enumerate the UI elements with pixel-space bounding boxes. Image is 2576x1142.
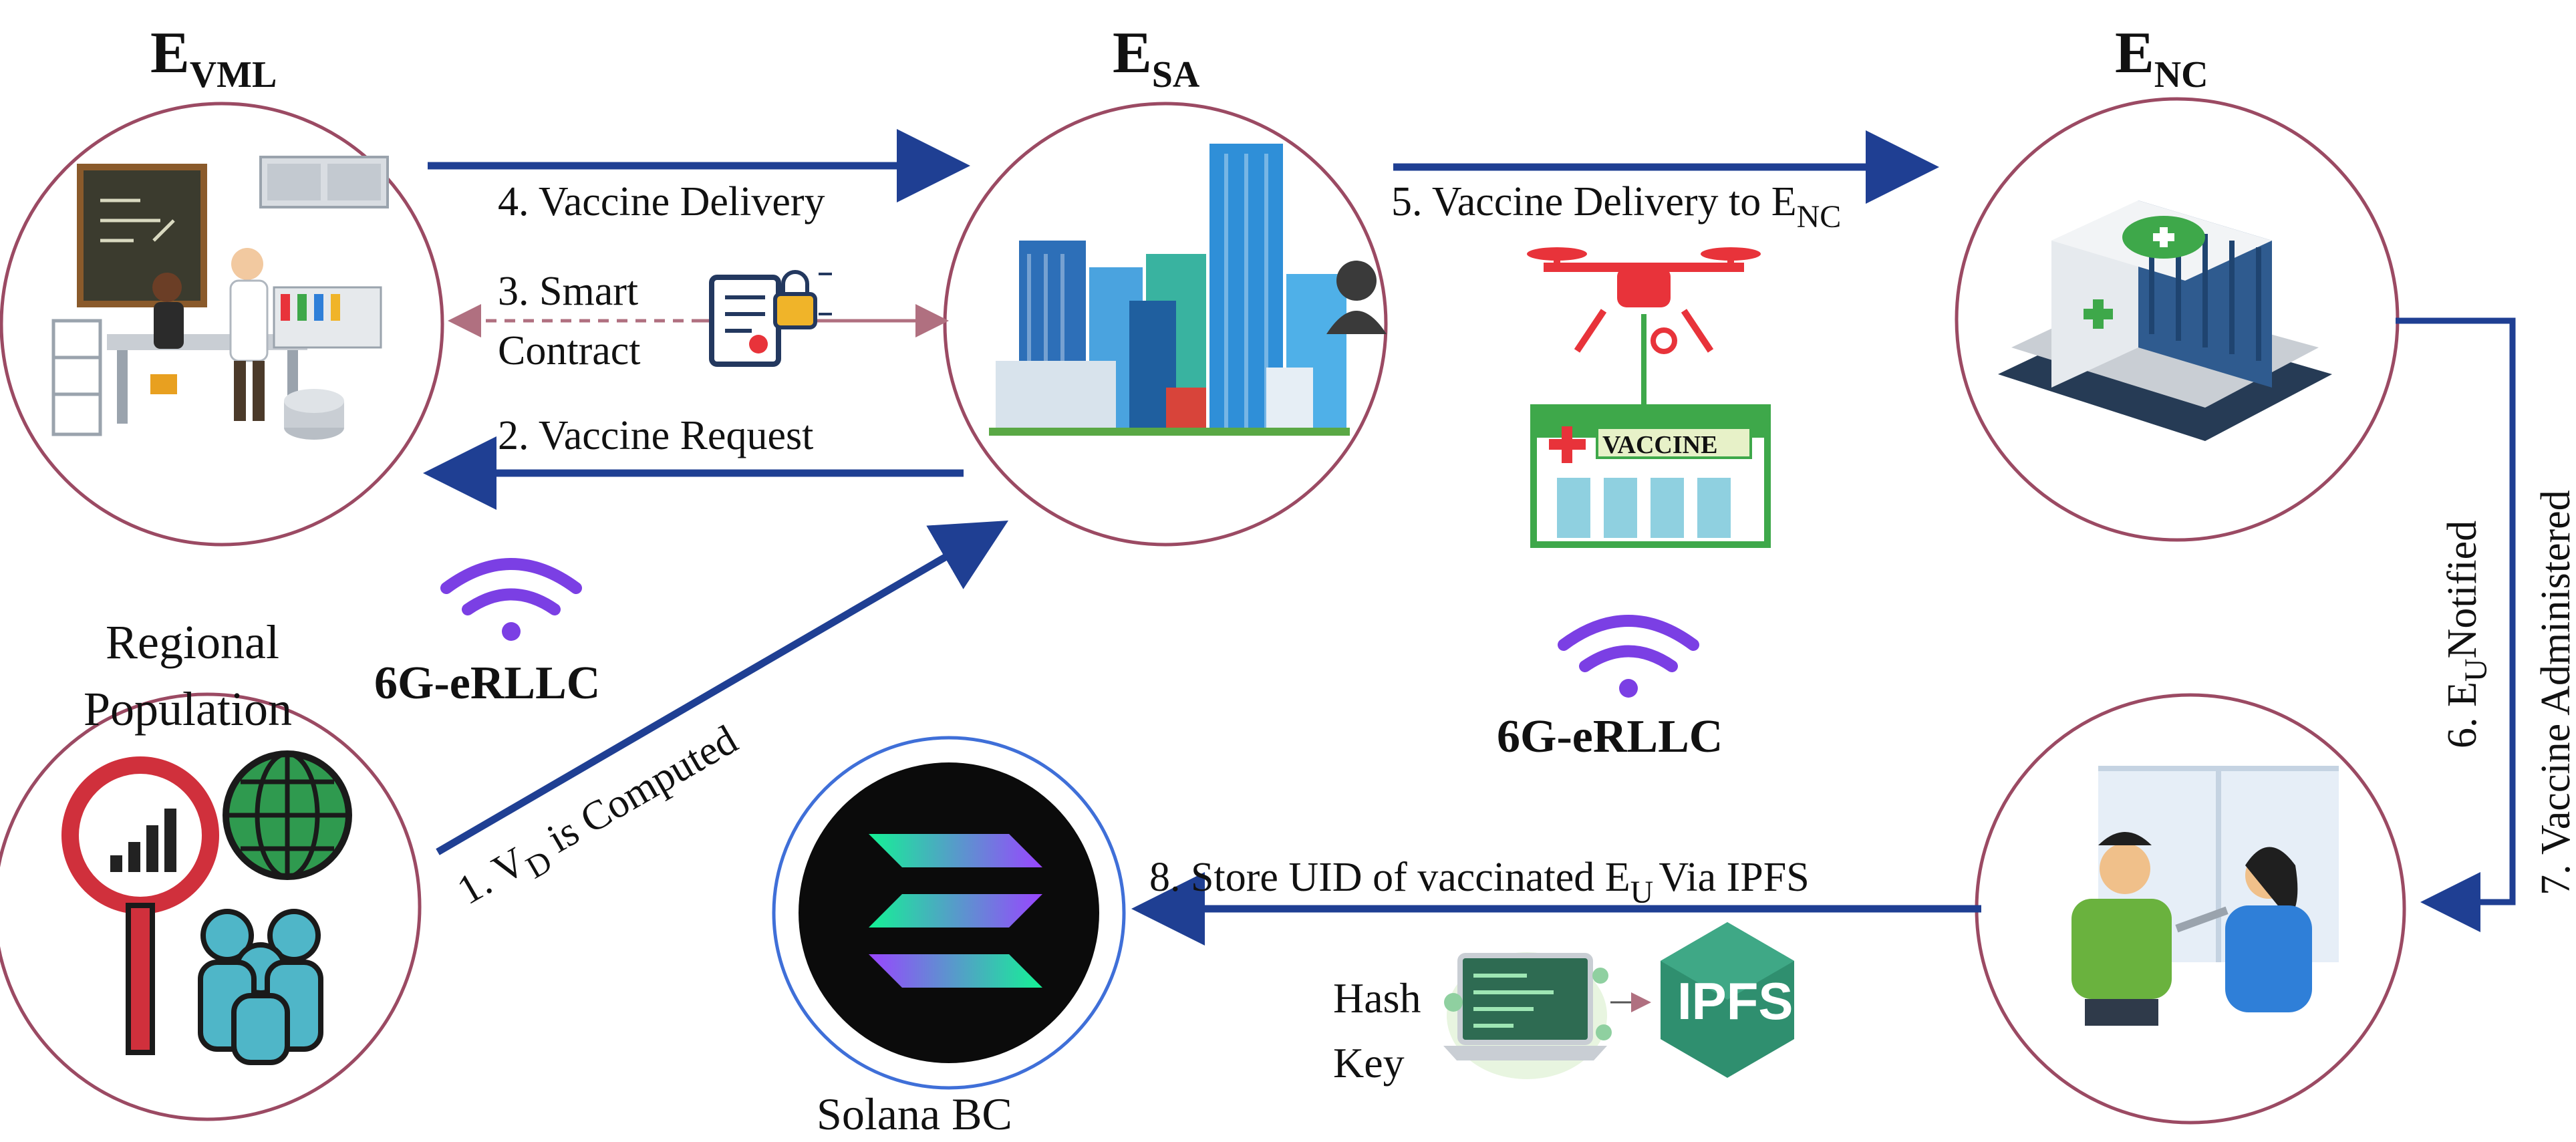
nc-node — [1955, 97, 2400, 542]
hash-key-label-line1: Hash — [1333, 974, 1421, 1022]
population-node — [0, 692, 422, 1121]
laptop-icon — [1443, 952, 1612, 1079]
vaccine-box-icon: VACCINE — [1530, 404, 1771, 548]
contract-icon — [709, 270, 832, 367]
network-label-left: 6G-eRLLC — [374, 658, 600, 709]
title-nc: ENC — [2115, 21, 2208, 96]
sa-node — [943, 102, 1388, 547]
edge-3-label-line1: 3. Smart — [498, 269, 638, 314]
vaccination-icon — [2071, 766, 2339, 1026]
edge-2-label: 2. Vaccine Request — [498, 413, 813, 458]
city-icon — [989, 144, 1387, 436]
edge-3-label-line2: Contract — [498, 328, 641, 374]
edge-1-arrow — [436, 520, 1009, 855]
edge-5-label: 5. Vaccine Delivery to ENC — [1391, 179, 1841, 235]
solana-logo-icon — [869, 834, 1042, 988]
solana-label: Solana BC — [817, 1089, 1012, 1139]
lab-icon — [51, 156, 389, 440]
network-label-center: 6G-eRLLC — [1497, 711, 1723, 762]
drone-icon — [1527, 247, 1761, 408]
hash-key-label-line2: Key — [1333, 1039, 1405, 1087]
regional-label-line1: Regional — [106, 615, 279, 669]
user-node — [1975, 693, 2406, 1125]
wifi-icon — [440, 558, 582, 641]
ipfs-label: IPFS — [1677, 972, 1793, 1030]
edge-4-label: 4. Vaccine Delivery — [498, 179, 825, 225]
ipfs-cube-icon: IPFS — [1661, 922, 1794, 1078]
regional-label-line2: Population — [84, 682, 292, 736]
edge-7-label: 7. Vaccine Administered — [2533, 490, 2576, 895]
wifi-icon — [1558, 615, 1699, 698]
solana-node — [772, 736, 1126, 1090]
edge-6-label: 6. EUNotified — [2440, 521, 2494, 748]
population-icon — [61, 750, 352, 1065]
edge-6-7-arrow — [2396, 317, 2516, 932]
title-vml: EVML — [150, 21, 277, 96]
title-sa: ESA — [1113, 21, 1200, 96]
vml-node — [0, 102, 444, 547]
vaccine-box-label: VACCINE — [1602, 431, 1717, 459]
hospital-icon — [1998, 200, 2332, 441]
